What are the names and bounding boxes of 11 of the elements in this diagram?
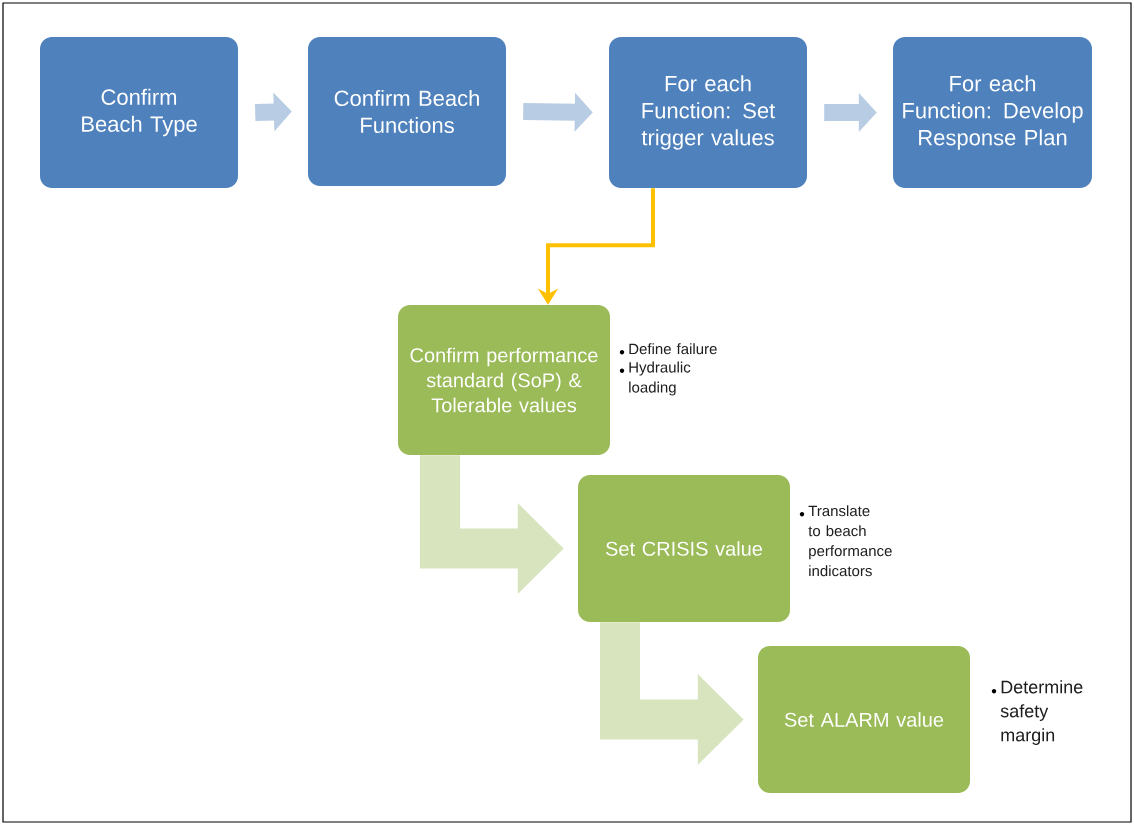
bullet-text: Determine safety margin (1000, 680, 1083, 745)
process-box: Confirm performance standard (SoP) & Tolerable values (398, 305, 610, 455)
process-box: Confirm Beach Functions (308, 37, 506, 186)
process-box: Set CRISIS value (578, 475, 790, 622)
process-box: For each Function: Set trigger values (609, 37, 807, 188)
bullet-text: Hydraulic loading (629, 361, 691, 396)
process-box: Set ALARM value (758, 646, 970, 793)
process-box: For each Function: Develop Response Plan (893, 37, 1092, 188)
bullet-text: Define failure (629, 343, 717, 355)
bullet-text: Translate to beach performance indicators (808, 505, 892, 577)
process-box: Confirm Beach Type (40, 37, 238, 188)
